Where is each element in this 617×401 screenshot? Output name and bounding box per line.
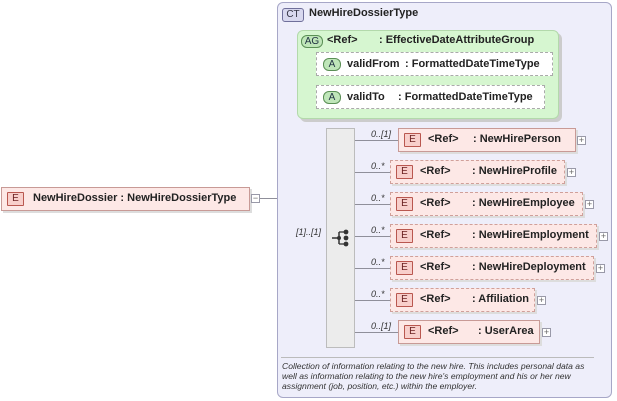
child-element-type: : NewHireDeployment	[472, 261, 586, 273]
branch-line-7	[355, 332, 399, 333]
sequence-icon	[332, 229, 349, 247]
attribute-validfrom-type: : FormattedDateTimeType	[405, 58, 540, 70]
child-element-newhireprofile[interactable]	[390, 160, 565, 184]
child-cardinality-5: 0..*	[371, 257, 385, 267]
attribute-validfrom-name: validFrom	[347, 58, 400, 70]
root-element[interactable]	[1, 187, 250, 211]
expand-toggle[interactable]: +	[577, 135, 586, 145]
child-element-newhiredeployment[interactable]	[390, 256, 594, 280]
child-element-badge: E	[404, 133, 421, 147]
sequence-cardinality: [1]..[1]	[296, 227, 322, 237]
expand-toggle[interactable]: +	[542, 327, 551, 337]
root-element-badge: E	[7, 192, 24, 206]
root-element-label: NewHireDossier : NewHireDossierType	[33, 192, 237, 204]
child-cardinality-3: 0..*	[371, 193, 385, 203]
child-cardinality-2: 0..*	[371, 161, 385, 171]
branch-line-3	[355, 204, 391, 205]
attribute-validto[interactable]	[316, 85, 545, 109]
child-element-badge: E	[396, 261, 413, 275]
child-element-type: : NewHireProfile	[472, 165, 557, 177]
attribute-group-ref: <Ref>	[327, 34, 358, 46]
attribute-validfrom-badge: A	[323, 58, 341, 71]
branch-line-6	[355, 300, 391, 301]
child-element-newhireperson[interactable]	[398, 128, 576, 152]
child-element-ref: <Ref>	[428, 325, 459, 337]
child-element-badge: E	[404, 325, 421, 339]
attribute-group-badge: AG	[301, 35, 323, 48]
child-element-ref: <Ref>	[428, 133, 459, 145]
child-element-badge: E	[396, 293, 413, 307]
branch-line-2	[355, 172, 391, 173]
child-element-newhireemployment[interactable]	[390, 224, 597, 248]
child-element-badge: E	[396, 165, 413, 179]
child-element-type: : Affiliation	[472, 293, 530, 305]
child-element-newhireemployee[interactable]	[390, 192, 583, 216]
attribute-validto-type: : FormattedDateTimeType	[398, 91, 533, 103]
child-element-userarea[interactable]	[398, 320, 540, 344]
child-element-type: : NewHireEmployment	[472, 229, 589, 241]
root-connector	[258, 198, 288, 199]
child-cardinality-4: 0..*	[371, 225, 385, 235]
attribute-validto-name: validTo	[347, 91, 385, 103]
child-element-badge: E	[396, 229, 413, 243]
child-cardinality-1: 0..[1]	[371, 129, 392, 139]
child-element-ref: <Ref>	[420, 197, 451, 209]
child-cardinality-6: 0..*	[371, 289, 385, 299]
expand-toggle[interactable]: +	[599, 231, 608, 241]
expand-toggle[interactable]: +	[567, 167, 576, 177]
documentation-text: Collection of information relating to th…	[282, 361, 585, 391]
child-element-affiliation[interactable]	[390, 288, 535, 312]
child-element-ref: <Ref>	[420, 293, 451, 305]
child-element-type: : NewHireEmployee	[472, 197, 575, 209]
expand-toggle[interactable]: +	[537, 295, 546, 305]
attribute-validfrom[interactable]	[316, 52, 553, 76]
branch-line-4	[355, 236, 391, 237]
complex-type-badge: CT	[282, 8, 304, 22]
child-element-ref: <Ref>	[420, 229, 451, 241]
child-element-type: : UserArea	[478, 325, 534, 337]
branch-line-1	[355, 140, 399, 141]
child-element-badge: E	[396, 197, 413, 211]
child-element-ref: <Ref>	[420, 261, 451, 273]
child-element-type: : NewHirePerson	[473, 133, 562, 145]
attribute-group-type: : EffectiveDateAttributeGroup	[379, 34, 535, 46]
complex-type-title: NewHireDossierType	[309, 7, 419, 19]
root-collapse-toggle[interactable]: −	[251, 193, 260, 203]
attribute-validto-badge: A	[323, 91, 341, 104]
documentation-divider	[281, 357, 594, 358]
branch-line-5	[355, 268, 391, 269]
child-cardinality-7: 0..[1]	[371, 321, 392, 331]
expand-toggle[interactable]: +	[585, 199, 594, 209]
expand-toggle[interactable]: +	[596, 263, 605, 273]
child-element-ref: <Ref>	[420, 165, 451, 177]
